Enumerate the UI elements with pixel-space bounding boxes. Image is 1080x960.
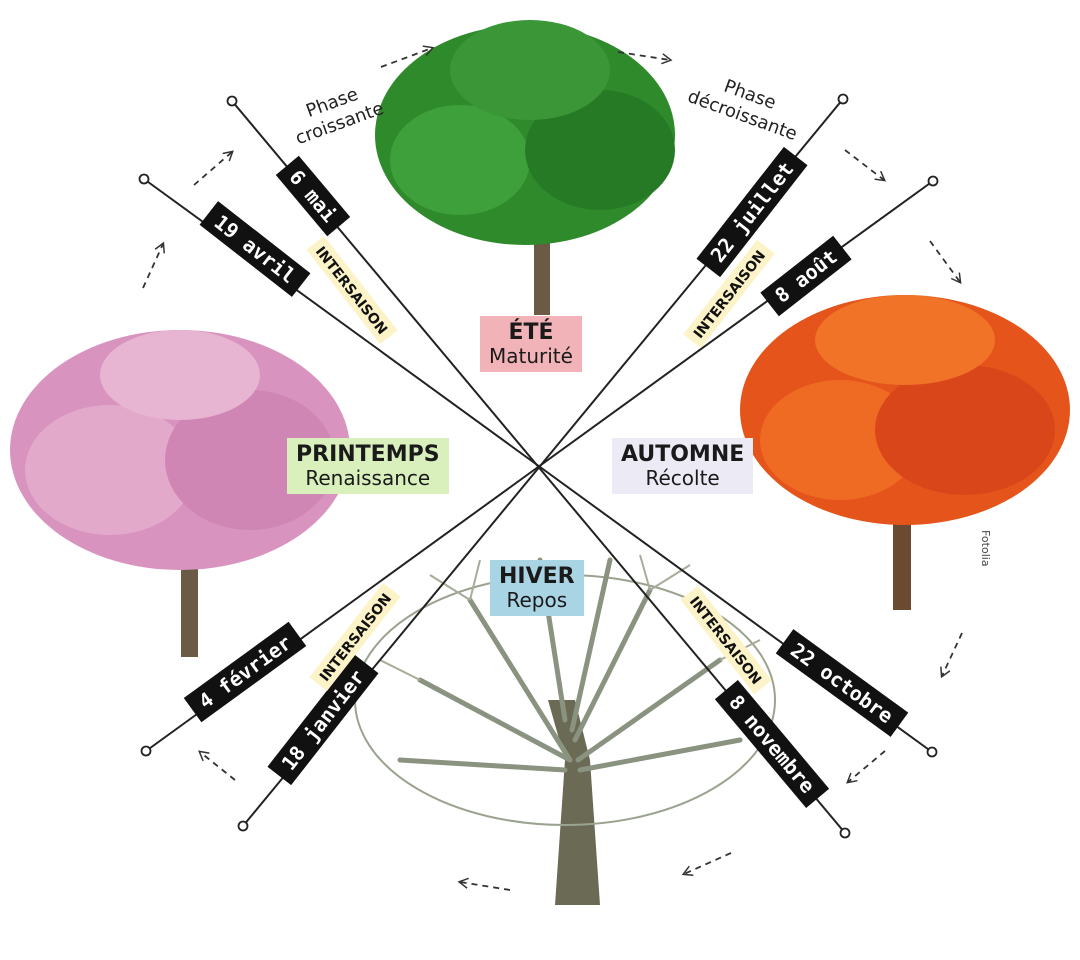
phase-label-growing: Phase croissante	[293, 84, 387, 149]
dashed-arrow-icon	[940, 632, 963, 679]
cycle-arrows	[142, 45, 963, 891]
intersaison-tag-bg	[306, 235, 398, 345]
date-badge: 4 février	[183, 621, 307, 723]
tree-spring-icon	[10, 330, 350, 657]
date-badge-bg	[714, 679, 830, 809]
line-6mai-8novembre-endpoint-1	[839, 827, 851, 839]
date-badge: 6 mai	[275, 155, 351, 237]
date-badge-text: 19 avril	[210, 210, 301, 288]
date-badge-bg	[199, 201, 311, 297]
season-name-spring: PRINTEMPS	[296, 442, 440, 467]
date-badge-bg	[696, 146, 808, 278]
date-badge-bg	[775, 629, 909, 737]
dashed-arrow-icon	[142, 241, 165, 289]
line-8aout-4fevrier-endpoint-1	[140, 745, 152, 757]
date-badge-text: 22 octobre	[786, 638, 898, 728]
season-name-summer: ÉTÉ	[508, 320, 554, 345]
season-label-summer: ÉTÉ Maturité	[480, 316, 582, 373]
line-19avril-22octobre-endpoint-1	[926, 746, 938, 758]
dashed-arrow-icon	[198, 750, 236, 781]
dashed-arrow-icon	[193, 150, 234, 186]
season-label-spring: PRINTEMPS Renaissance	[287, 438, 449, 495]
dashed-arrow-icon	[457, 877, 511, 891]
date-badge: 22 octobre	[775, 629, 909, 737]
season-label-autumn: AUTOMNE Récolte	[612, 438, 754, 495]
date-badge-bg	[275, 155, 351, 237]
season-subtitle-summer: Maturité	[489, 344, 573, 369]
intersaison-tag-text: INTERSAISON	[312, 244, 390, 338]
line-6mai-8novembre-endpoint-0	[226, 95, 238, 107]
dashed-arrow-icon	[380, 45, 435, 68]
tree-autumn-icon	[740, 295, 1070, 610]
intersaison-tag: INTERSAISON	[306, 235, 398, 345]
dashed-arrow-icon	[929, 240, 962, 285]
photo-credit: Fotolia	[979, 530, 992, 567]
line-22juillet-18janvier-endpoint-1	[237, 820, 249, 832]
date-badge-text: 4 février	[194, 630, 296, 713]
date-badge: 8 août	[760, 235, 852, 317]
intersaison-tag-bg	[683, 239, 775, 349]
season-name-autumn: AUTOMNE	[621, 442, 745, 467]
season-subtitle-autumn: Récolte	[645, 466, 720, 491]
dashed-arrow-icon	[844, 149, 887, 182]
intersaison-tag-bg	[680, 585, 772, 695]
intersaison-tag-bg	[309, 582, 401, 692]
date-badge-bg	[760, 235, 852, 317]
season-subtitle-spring: Renaissance	[305, 466, 431, 491]
date-badge-bg	[267, 654, 379, 786]
date-badge-text: 8 août	[770, 244, 842, 307]
date-badge-bg	[183, 621, 307, 723]
season-label-winter: HIVER Repos	[490, 560, 584, 617]
line-22juillet-18janvier-endpoint-0	[837, 93, 849, 105]
season-subtitle-winter: Repos	[506, 588, 568, 613]
phase-label-declining: Phase décroissante	[685, 76, 800, 145]
dashed-arrow-icon	[617, 51, 673, 65]
dashed-arrow-icon	[681, 852, 732, 877]
line-8aout-4fevrier-endpoint-0	[927, 175, 939, 187]
tree-summer-icon	[375, 20, 675, 315]
season-name-winter: HIVER	[499, 564, 575, 589]
line-19avril-22octobre-endpoint-0	[138, 173, 150, 185]
dashed-arrow-icon	[846, 750, 886, 784]
date-badge: 19 avril	[199, 201, 311, 297]
date-badge-text: 8 novembre	[724, 690, 820, 798]
